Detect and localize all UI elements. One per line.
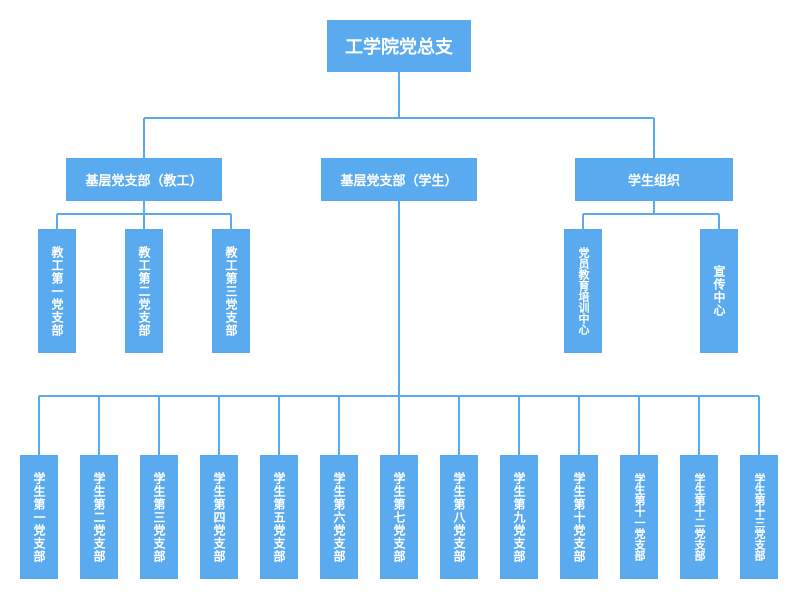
student-organization-node: 学生组织 xyxy=(575,158,733,201)
student-branch-5: 学生第五党支部 xyxy=(260,455,298,579)
student-branch-10: 学生第十党支部 xyxy=(560,455,598,579)
teacher-branch-1: 教工第一党支部 xyxy=(38,229,76,353)
student-branch-12: 学生第十二党支部 xyxy=(680,455,718,579)
student-branch-13: 学生第十三党支部 xyxy=(740,455,778,579)
teacher-branch-3: 教工第三党支部 xyxy=(212,229,250,353)
student-branch-1: 学生第一党支部 xyxy=(20,455,58,579)
student-branch-7: 学生第七党支部 xyxy=(380,455,418,579)
student-branch-8: 学生第八党支部 xyxy=(440,455,478,579)
student-branch-3: 学生第三党支部 xyxy=(140,455,178,579)
student-branch-4: 学生第四党支部 xyxy=(200,455,238,579)
student-branch-6: 学生第六党支部 xyxy=(320,455,358,579)
root-node: 工学院党总支 xyxy=(327,20,471,72)
teacher-party-branch-node: 基层党支部（教工） xyxy=(66,158,222,201)
student-party-branch-node: 基层党支部（学生） xyxy=(321,158,477,201)
party-member-training-center: 党员教育培训中心 xyxy=(564,229,602,353)
publicity-center: 宣传中心 xyxy=(700,229,738,353)
student-branch-9: 学生第九党支部 xyxy=(500,455,538,579)
teacher-branch-2: 教工第二党支部 xyxy=(125,229,163,353)
student-branch-2: 学生第二党支部 xyxy=(80,455,118,579)
student-branch-11: 学生第十一党支部 xyxy=(620,455,658,579)
